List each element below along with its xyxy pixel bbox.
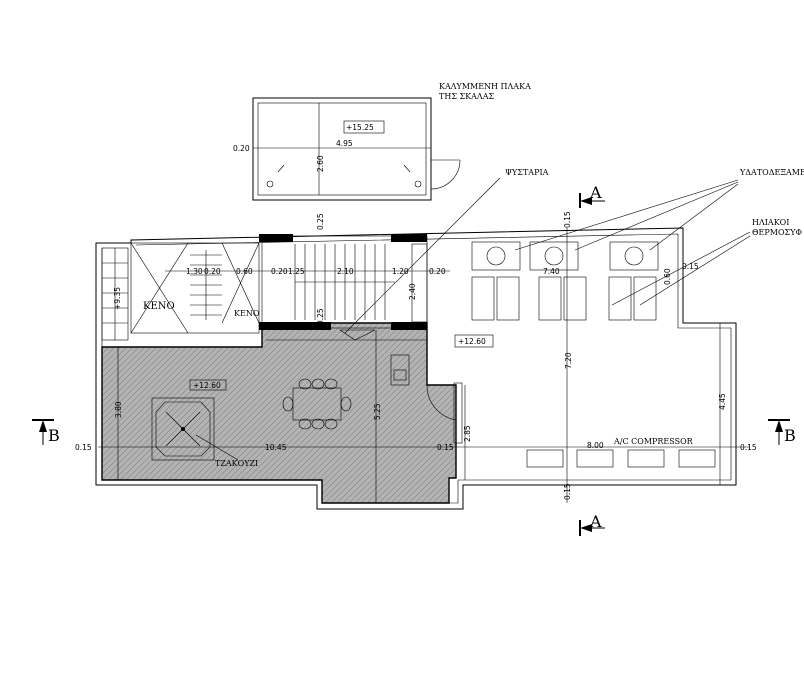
dim-740: 7.40 bbox=[543, 267, 560, 276]
label-jacuzzi: ΤΖΑΚΟΥΖΙ bbox=[215, 459, 258, 468]
dim-800: 8.00 bbox=[587, 441, 604, 450]
dim-015-bottom: 0.15 bbox=[563, 483, 572, 500]
dim-060: 0.60 bbox=[236, 267, 253, 276]
outer-walls bbox=[95, 227, 737, 510]
section-a-top-label: A bbox=[589, 183, 602, 202]
dim-015-mid: 0.15 bbox=[437, 443, 454, 452]
label-water-tanks: ΥΔΑΤΟΔΕΞΑΜΕ bbox=[739, 168, 804, 177]
dim-380: 3.80 bbox=[114, 401, 123, 418]
label-stair-cover-2: ΤΗΣ ΣΚΑΛΑΣ bbox=[439, 92, 494, 101]
section-a-bottom-label: A bbox=[589, 512, 602, 531]
dim-025b: 0.25 bbox=[316, 308, 325, 325]
label-cooler: ΨΥΣΤΑΡΙΑ bbox=[505, 168, 549, 177]
dim-720: 7.20 bbox=[564, 352, 573, 369]
label-solar-2: ΘΕΡΜΟΣΥΦ bbox=[752, 228, 802, 237]
level-roof: +15.25 bbox=[346, 123, 374, 132]
section-marker-b-right bbox=[768, 419, 790, 445]
dim-020c: 0.20 bbox=[429, 267, 446, 276]
label-solar-1: ΗΛΙΑΚΟΙ bbox=[752, 218, 789, 227]
label-ac-compressor: A/C COMPRESSOR bbox=[613, 437, 694, 446]
dim-top-495: 4.95 bbox=[336, 139, 353, 148]
dim-015-left: 0.15 bbox=[75, 443, 92, 452]
dim-285: 2.85 bbox=[463, 425, 472, 442]
level-terrace: +12.60 bbox=[193, 381, 221, 390]
dim-060r: 0.60 bbox=[663, 268, 672, 285]
stair-core bbox=[130, 234, 428, 341]
terrace-furniture bbox=[151, 354, 463, 461]
section-marker-a-top bbox=[579, 193, 605, 208]
section-b-left-label: B bbox=[48, 426, 60, 445]
dim-015-right: 0.15 bbox=[682, 262, 699, 271]
section-b-right-label: B bbox=[784, 426, 796, 445]
void-label-1: KENO bbox=[143, 301, 175, 312]
dim-1045: 10.45 bbox=[265, 443, 287, 452]
dim-top-260: 2.60 bbox=[316, 155, 325, 172]
dim-130: 1.30 bbox=[186, 267, 203, 276]
dim-120: 1.20 bbox=[392, 267, 409, 276]
dim-015-top: 0.15 bbox=[563, 211, 572, 228]
void-label-2: KENO bbox=[234, 309, 260, 318]
dim-015-far: 0.15 bbox=[740, 443, 757, 452]
dim-020b: 0.20 bbox=[271, 267, 288, 276]
stair-roof-slab bbox=[252, 97, 461, 201]
dim-445: 4.45 bbox=[718, 393, 727, 410]
level-roof-deck: +12.60 bbox=[458, 337, 486, 346]
level-side: +9.35 bbox=[113, 287, 122, 310]
label-stair-cover-1: ΚΑΛΥΜΜΕΝΗ ΠΛΑΚΑ bbox=[439, 82, 531, 91]
dim-240: 2.40 bbox=[408, 283, 417, 300]
dim-525: 5.25 bbox=[373, 403, 382, 420]
terrace-hatched-area bbox=[101, 322, 457, 504]
section-marker-a-bottom bbox=[579, 520, 605, 536]
dim-020a: 0.20 bbox=[204, 267, 221, 276]
dim-125: 1.25 bbox=[288, 267, 305, 276]
section-marker-b-left bbox=[32, 419, 54, 445]
dim-210: 2.10 bbox=[337, 267, 354, 276]
roof-deck-equipment bbox=[454, 241, 716, 468]
dim-025: 0.25 bbox=[316, 213, 325, 230]
dim-top-020: 0.20 bbox=[233, 144, 250, 153]
